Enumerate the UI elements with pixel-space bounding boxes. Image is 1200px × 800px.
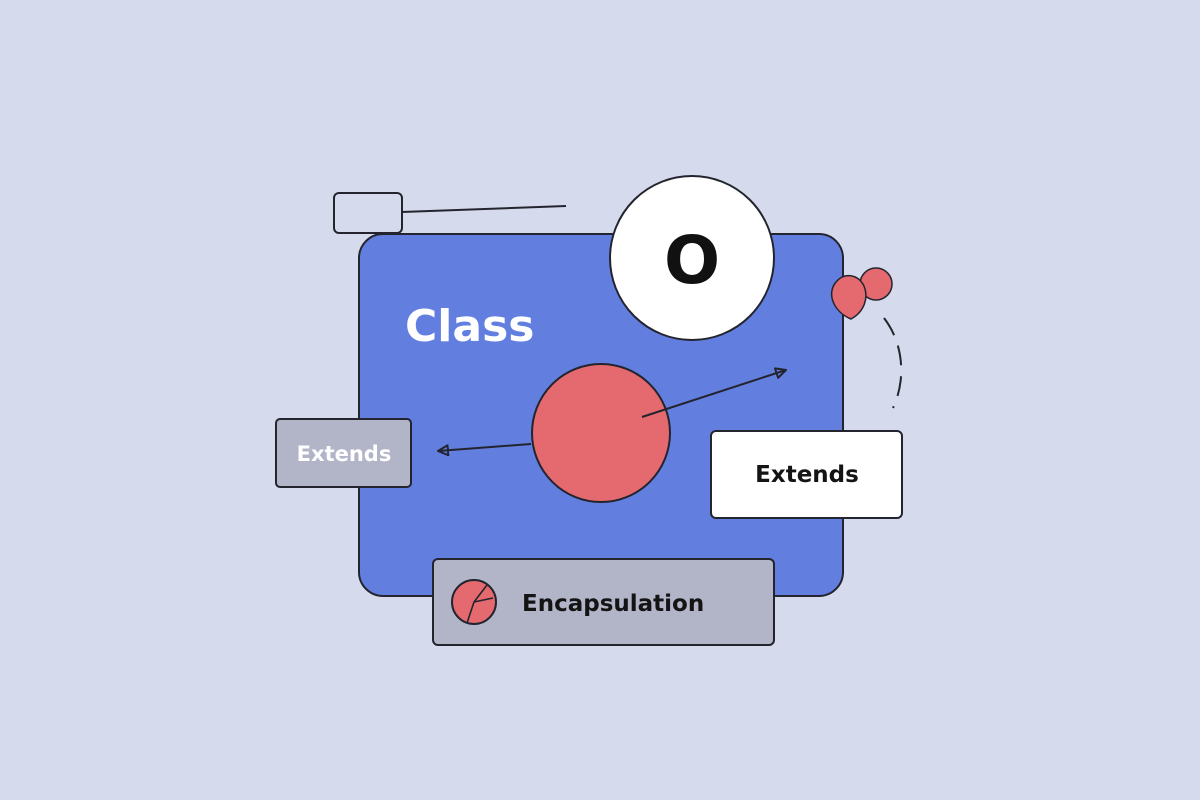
dashed-arc (883, 317, 903, 409)
right-extends-box (710, 430, 903, 519)
arrow-left (437, 443, 532, 457)
pie-icon (451, 579, 497, 625)
class-title: Class (405, 301, 534, 352)
encapsulation-box (432, 558, 775, 646)
encapsulation-label: Encapsulation (522, 591, 704, 617)
left-extends-box (275, 418, 412, 488)
object-badge-letter: O (664, 222, 720, 299)
small-tag-rect (333, 192, 403, 234)
arrow-right (641, 367, 787, 418)
tag-connector-line (401, 205, 567, 213)
right-extends-label: Extends (755, 462, 859, 488)
object-badge (609, 175, 775, 341)
red-blob-icon (830, 267, 893, 320)
central-red-circle (531, 363, 671, 503)
left-extends-label: Extends (297, 442, 392, 466)
